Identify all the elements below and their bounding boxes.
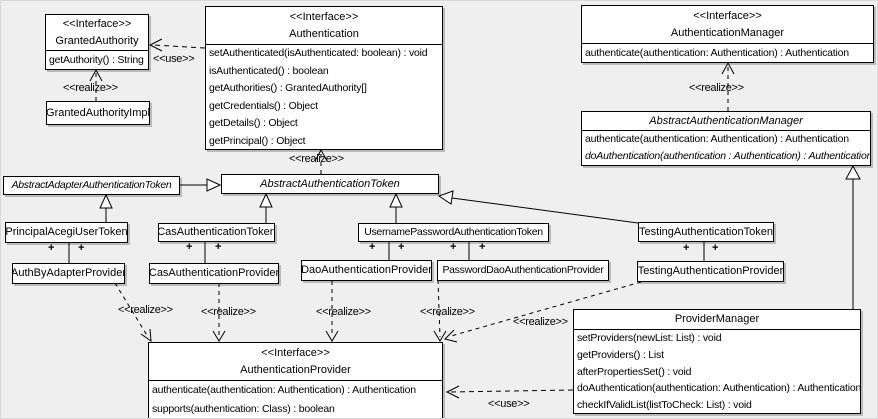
- method-label: doAuthentication(authentication : Authen…: [585, 150, 870, 162]
- class-cas-authentication-provider[interactable]: CasAuthenticationProvider: [149, 263, 279, 284]
- realize-label: <<realize>>: [513, 316, 568, 328]
- class-name: PrincipalAcegiUserToken: [5, 226, 128, 238]
- association-end-label: +: [479, 241, 486, 253]
- stereotype-label: <<Interface>>: [62, 17, 132, 30]
- class-header: <<Interface>> Authentication: [206, 7, 442, 45]
- class-name: DaoAuthenticationProvider: [301, 264, 432, 276]
- class-header: <<Interface>> GrantedAuthority: [46, 15, 148, 51]
- method-label: afterPropertiesSet() : void: [577, 365, 692, 378]
- class-name: CasAuthenticationProvider: [149, 267, 279, 279]
- realize-label: <<realize>>: [118, 304, 173, 316]
- class-authentication-provider[interactable]: <<Interface>> AuthenticationProvider aut…: [148, 342, 443, 418]
- class-name: PasswordDaoAuthenticationProvider: [442, 264, 604, 276]
- class-name: AuthenticationProvider: [240, 363, 351, 376]
- class-header: AbstractAuthenticationManager: [582, 112, 870, 131]
- method-label: authenticate(authentication: Authenticat…: [585, 47, 849, 59]
- class-username-password-authentication-token[interactable]: UsernamePasswordAuthenticationToken: [358, 223, 549, 242]
- association-end-label: +: [683, 242, 690, 254]
- method-label: authenticate(authentication: Authenticat…: [585, 133, 849, 145]
- class-abstract-authentication-manager[interactable]: AbstractAuthenticationManager authentica…: [581, 111, 871, 166]
- class-name: AuthByAdapterProvider: [12, 267, 125, 279]
- association-end-label: +: [369, 241, 376, 253]
- class-abstract-adapter-authentication-token[interactable]: AbstractAdapterAuthenticationToken: [3, 176, 180, 195]
- class-name: UsernamePasswordAuthenticationToken: [364, 226, 543, 238]
- method-label: getDetails() : Object: [209, 117, 298, 129]
- method-label: isAuthenticated() : boolean: [209, 64, 329, 77]
- method-label: getProviders() : List: [577, 348, 664, 361]
- association-end-label: +: [215, 241, 222, 253]
- class-name: ProviderManager: [674, 313, 760, 325]
- class-dao-authentication-provider[interactable]: DaoAuthenticationProvider: [301, 260, 432, 281]
- class-name: AuthenticationManager: [670, 26, 785, 39]
- method-label: doAuthentication(authentication: Authent…: [577, 382, 860, 395]
- class-cas-authentication-token[interactable]: CasAuthenticationToken: [158, 223, 275, 242]
- class-testing-authentication-token[interactable]: TestingAuthenticationToken: [638, 222, 774, 242]
- class-granted-authority[interactable]: <<Interface>> GrantedAuthority getAuthor…: [45, 14, 149, 70]
- association-end-label: +: [78, 242, 85, 254]
- method-label: setAuthenticated(isAuthenticated: boolea…: [209, 47, 428, 59]
- use-label: <<use>>: [488, 398, 530, 410]
- class-password-dao-authentication-provider[interactable]: PasswordDaoAuthenticationProvider: [437, 260, 609, 281]
- method-label: getAuthority() : String: [49, 54, 144, 66]
- association-end-label: +: [48, 242, 55, 254]
- stereotype-label: <<Interface>>: [261, 346, 330, 359]
- class-name: Authentication: [289, 27, 359, 40]
- method-label: getPrincipal() : Object: [209, 134, 306, 147]
- class-header: <<Interface>> AuthenticationManager: [582, 6, 873, 44]
- class-name: CasAuthenticationToken: [158, 226, 275, 238]
- class-testing-authentication-provider[interactable]: TestingAuthenticationProvider: [637, 261, 784, 282]
- association-end-label: +: [186, 241, 193, 253]
- realize-label: <<realize>>: [420, 306, 475, 318]
- method-label: getCredentials() : Object: [209, 99, 318, 112]
- method-label: authenticate(authentication: Authenticat…: [152, 384, 416, 396]
- realize-label: <<realize>>: [316, 306, 371, 318]
- class-name: AbstractAuthenticationManager: [649, 114, 803, 127]
- method-label: supports(authentication: Class) : boolea…: [152, 402, 335, 415]
- class-header: ProviderManager: [574, 310, 860, 330]
- association-end-label: +: [450, 241, 457, 253]
- stereotype-label: <<Interface>>: [289, 10, 359, 23]
- class-auth-by-adapter-provider[interactable]: AuthByAdapterProvider: [12, 263, 125, 284]
- class-principal-acegi-user-token[interactable]: PrincipalAcegiUserToken: [5, 222, 128, 243]
- class-granted-authority-impl[interactable]: GrantedAuthorityImpl: [46, 101, 150, 125]
- realize-label: <<realize>>: [289, 153, 344, 165]
- realize-label: <<realize>>: [63, 82, 118, 94]
- realize-label: <<realize>>: [201, 306, 256, 318]
- stereotype-label: <<Interface>>: [693, 9, 762, 22]
- class-name: GrantedAuthority: [55, 34, 139, 47]
- class-name: GrantedAuthorityImpl: [46, 106, 150, 119]
- association-end-label: +: [398, 241, 405, 253]
- class-provider-manager[interactable]: ProviderManager setProviders(newList: Li…: [573, 309, 861, 414]
- class-abstract-authentication-token[interactable]: AbstractAuthenticationToken: [221, 174, 439, 194]
- class-name: AbstractAdapterAuthenticationToken: [11, 179, 172, 191]
- method-label: checkIfValidList(listToCheck: List) : vo…: [577, 399, 752, 412]
- method-label: getAuthorities() : GrantedAuthority[]: [209, 82, 367, 94]
- use-label: <<use>>: [153, 53, 195, 65]
- method-label: setProviders(newList: List) : void: [577, 332, 722, 344]
- class-name: AbstractAuthenticationToken: [260, 177, 400, 190]
- association-end-label: +: [712, 242, 719, 254]
- class-name: TestingAuthenticationProvider: [637, 265, 784, 277]
- realize-label: <<realize>>: [689, 82, 744, 94]
- class-name: TestingAuthenticationToken: [639, 225, 773, 238]
- class-header: <<Interface>> AuthenticationProvider: [149, 343, 442, 381]
- class-authentication-manager[interactable]: <<Interface>> AuthenticationManager auth…: [581, 5, 874, 63]
- class-authentication[interactable]: <<Interface>> Authentication setAuthenti…: [205, 6, 443, 150]
